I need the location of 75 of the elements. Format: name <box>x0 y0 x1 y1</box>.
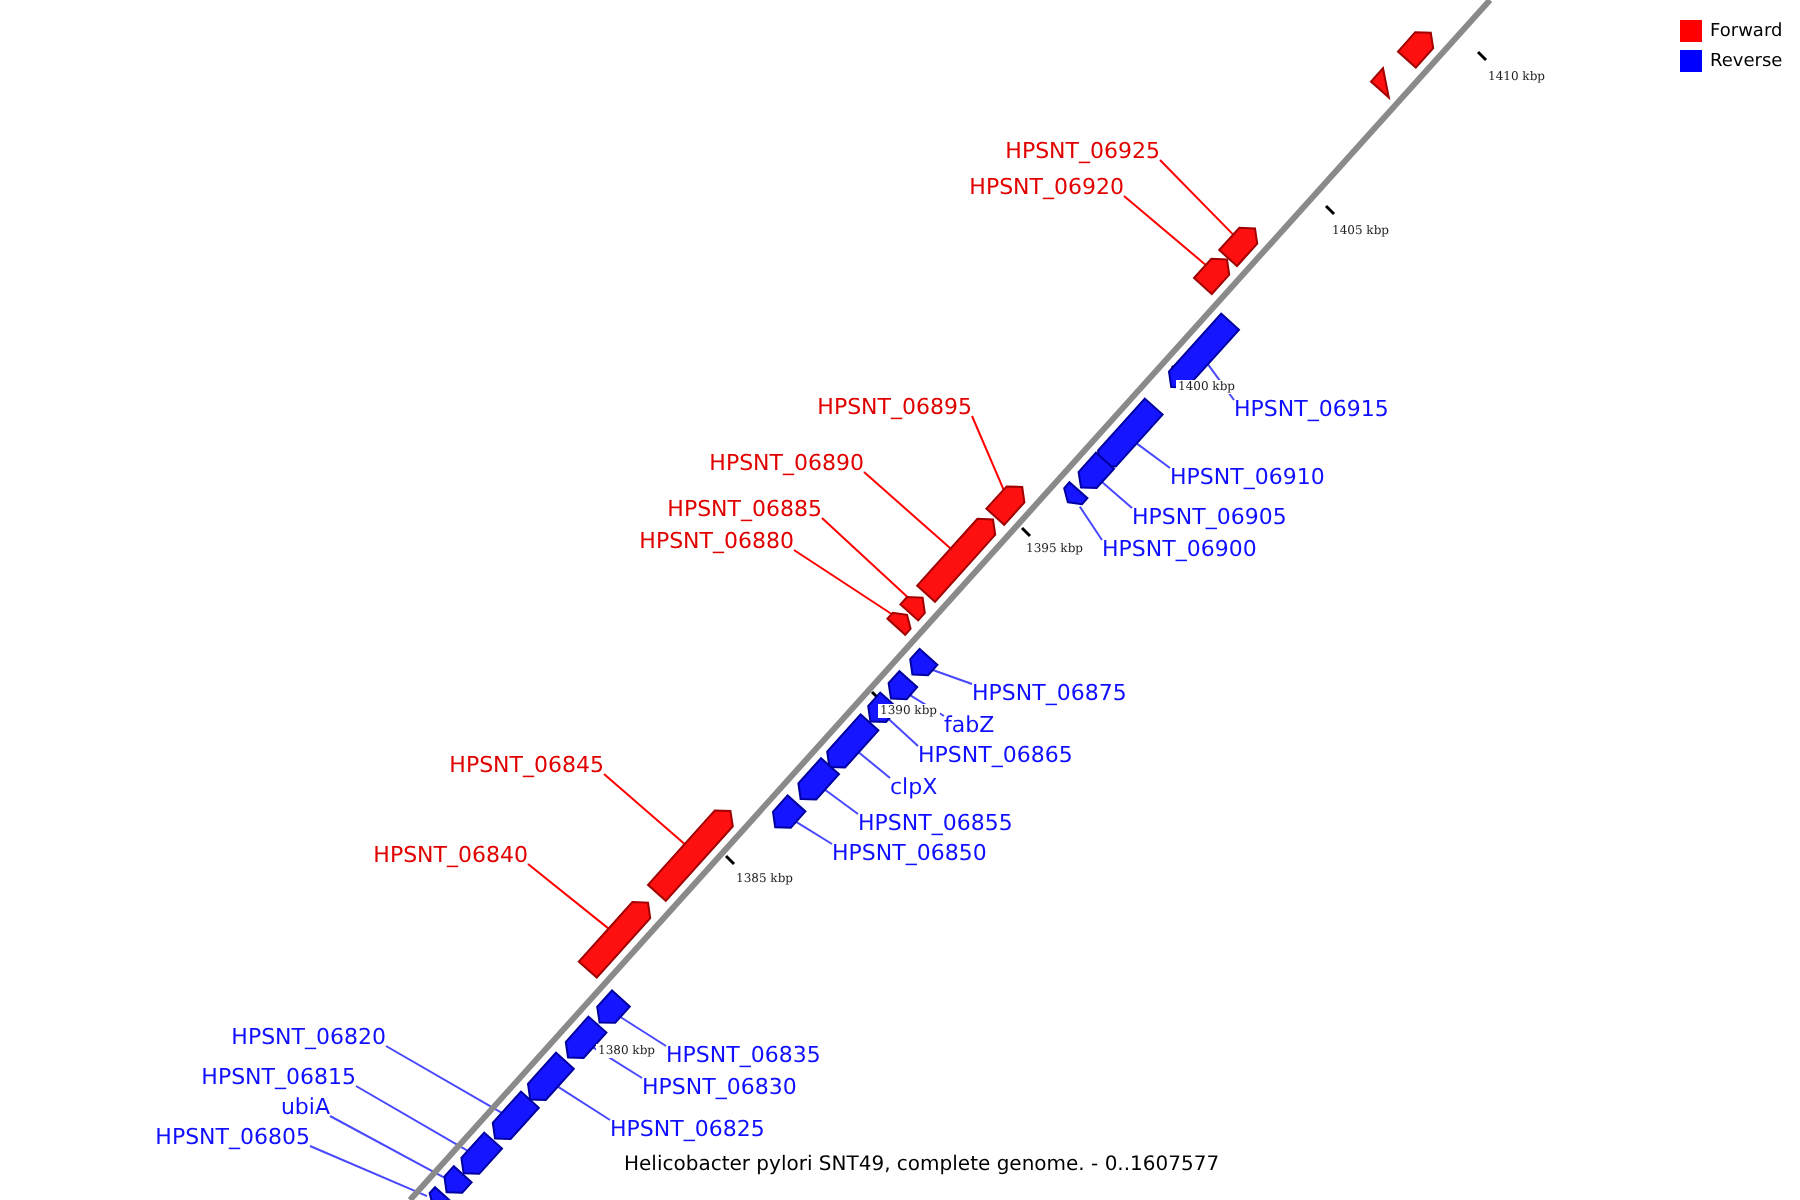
gene-label: HPSNT_06850 <box>832 840 987 866</box>
gene-label: HPSNT_06805 <box>155 1124 310 1150</box>
gene-feature <box>985 485 1026 527</box>
gene-feature <box>491 1090 541 1140</box>
gene-feature <box>460 1131 504 1175</box>
gene-feature <box>646 809 734 903</box>
gene-feature <box>1192 257 1231 296</box>
gene-feature <box>885 611 912 637</box>
leader-line <box>821 517 909 598</box>
leader-line <box>887 718 919 747</box>
caption: Helicobacter pylori SNT49, complete genome. - 0..1607577 <box>624 1154 1220 1178</box>
gene-feature <box>1217 226 1259 268</box>
leader-line <box>556 1085 611 1121</box>
gene-label: HPSNT_06925 <box>1005 138 1160 164</box>
gene-feature <box>577 901 652 979</box>
leader-line <box>603 773 686 845</box>
gene-label: HPSNT_06855 <box>858 810 1013 836</box>
gene-label: HPSNT_06815 <box>201 1064 356 1090</box>
leader-line <box>1135 442 1171 469</box>
gene-label: HPSNT_06875 <box>972 680 1127 706</box>
gene-feature <box>526 1051 576 1101</box>
gene-feature <box>1396 31 1435 69</box>
gene-feature <box>899 596 926 622</box>
gene-label: HPSNT_06820 <box>231 1024 386 1050</box>
gene-feature <box>443 1164 473 1194</box>
gene-feature <box>771 794 807 829</box>
gene-label: HPSNT_06900 <box>1102 536 1257 562</box>
gene-label: HPSNT_06865 <box>918 742 1073 768</box>
gene-label: HPSNT_06920 <box>969 174 1124 200</box>
gene-feature <box>1077 451 1116 489</box>
gene-label: HPSNT_06910 <box>1170 464 1325 490</box>
gene-label: HPSNT_06905 <box>1132 504 1287 530</box>
leader-line <box>619 1016 667 1047</box>
leader-line <box>1078 505 1103 541</box>
leader-line <box>1159 159 1235 236</box>
gene-feature <box>596 989 632 1024</box>
gene-label: fabZ <box>944 712 995 738</box>
leader-line <box>355 1085 469 1152</box>
legend-label: Reverse <box>1710 50 1783 74</box>
legend-label: Forward <box>1710 20 1783 44</box>
gene-feature <box>428 1185 455 1200</box>
gene-label: HPSNT_06840 <box>373 842 528 868</box>
gene-label: clpX <box>890 774 938 800</box>
leader-line <box>329 1115 445 1179</box>
gene-label: HPSNT_06915 <box>1234 396 1389 422</box>
gene-label: HPSNT_06880 <box>639 528 794 554</box>
leader-line <box>309 1145 428 1198</box>
gene-label: ubiA <box>280 1094 330 1120</box>
gene-feature <box>826 713 880 769</box>
leader-line <box>863 471 952 550</box>
gene-label: HPSNT_06830 <box>642 1074 797 1100</box>
leader-line <box>793 549 893 615</box>
gene-label: HPSNT_06825 <box>610 1116 765 1142</box>
gene-feature <box>1063 480 1089 506</box>
leader-line <box>1123 195 1207 266</box>
gene-label: HPSNT_06845 <box>449 752 604 778</box>
gene-feature <box>909 647 939 677</box>
gene-label: HPSNT_06895 <box>817 394 972 420</box>
gene-feature <box>1096 397 1164 468</box>
gene-feature <box>1369 66 1391 101</box>
leader-line <box>931 669 973 685</box>
leader-line <box>385 1045 503 1114</box>
leader-line <box>527 863 610 930</box>
gene-feature <box>1167 312 1241 389</box>
gene-feature <box>797 756 841 801</box>
gene-feature <box>887 669 919 701</box>
gene-label: HPSNT_06885 <box>667 496 822 522</box>
gene-label: HPSNT_06890 <box>709 450 864 476</box>
leader-line <box>795 820 833 845</box>
leader-line <box>1101 481 1133 509</box>
leader-line <box>857 751 891 779</box>
gene-label: HPSNT_06835 <box>666 1042 821 1068</box>
gene-feature <box>915 517 997 604</box>
leader-line <box>824 788 859 815</box>
leader-line <box>971 415 1005 491</box>
